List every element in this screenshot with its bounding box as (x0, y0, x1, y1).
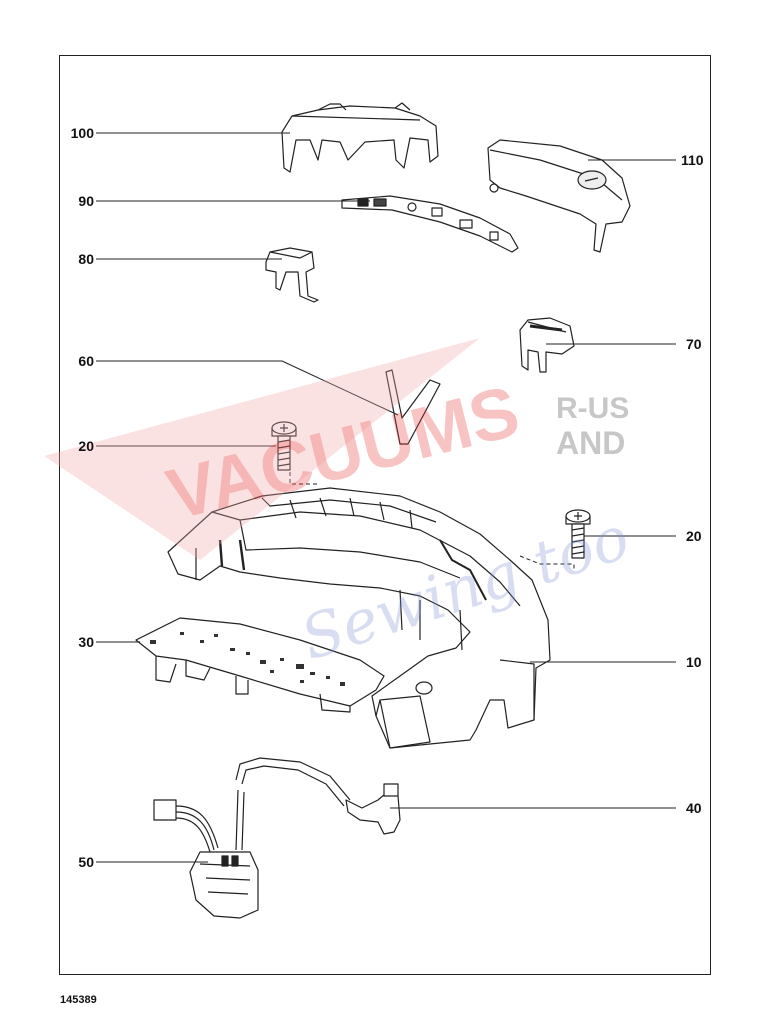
part-110-side-cover (487, 139, 631, 253)
callout-20-left: 20 (78, 438, 94, 454)
part-30-circuit-board (135, 617, 385, 713)
callout-70: 70 (686, 336, 702, 352)
part-50-connector-harness (153, 789, 259, 919)
callout-90: 90 (78, 193, 94, 209)
part-70-button (519, 317, 575, 373)
callout-60: 60 (78, 353, 94, 369)
callout-40: 40 (686, 800, 702, 816)
callout-20-right: 20 (686, 528, 702, 544)
part-80-latch (265, 247, 319, 303)
callout-50: 50 (78, 854, 94, 870)
part-100-top-cover (281, 102, 439, 173)
part-60-spring-clip (385, 369, 441, 445)
part-40-switch (235, 757, 401, 835)
leader-lines (96, 132, 676, 863)
drawing-frame (59, 55, 711, 975)
callout-80: 80 (78, 251, 94, 267)
drawing-number: 145389 (60, 994, 97, 1006)
callout-10: 10 (686, 654, 702, 670)
part-90-display-panel (341, 195, 519, 253)
watermark-and-text: AND (556, 425, 625, 461)
callout-100: 100 (70, 125, 94, 141)
callout-30: 30 (78, 634, 94, 650)
watermark-ru-text: R-US (556, 392, 629, 425)
part-20-screw-right (565, 509, 591, 559)
part-20-screw-left (271, 421, 297, 471)
part-10-main-housing (167, 487, 551, 749)
callout-110: 110 (681, 152, 704, 168)
